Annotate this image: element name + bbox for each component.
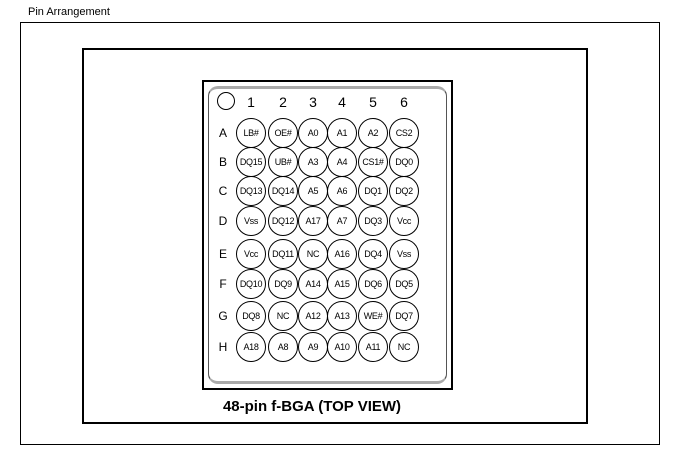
pin-ball: Vcc [236,239,266,269]
row-label: E [218,247,227,261]
pin-ball: DQ8 [236,301,266,331]
pin-ball: A3 [298,147,328,177]
row-label: A [218,126,227,140]
pin-ball: A14 [298,269,328,299]
column-label: 4 [338,94,346,110]
diagram-frame [82,48,588,424]
pin-ball: NC [298,239,328,269]
pin-ball: A17 [298,206,328,236]
pin-ball: A7 [327,206,357,236]
pin-ball: Vcc [389,206,419,236]
pin-ball: Vss [236,206,266,236]
pin-ball: DQ11 [268,239,298,269]
pin-ball: DQ7 [389,301,419,331]
row-label: H [218,340,228,354]
pin-ball: DQ12 [268,206,298,236]
row-label: D [218,214,228,228]
pin-ball: A12 [298,301,328,331]
pin-ball: DQ15 [236,147,266,177]
package-outline [202,80,453,390]
pin-ball: A8 [268,332,298,362]
row-label: B [218,155,227,169]
pin-ball: A11 [358,332,388,362]
pin-ball: DQ6 [358,269,388,299]
column-label: 1 [247,94,255,110]
pin-ball: CS2 [389,118,419,148]
pin-ball: A4 [327,147,357,177]
pin-ball: A5 [298,176,328,206]
page-title: Pin Arrangement [28,6,110,18]
pin-ball: A18 [236,332,266,362]
pin-ball: DQ0 [389,147,419,177]
pin-ball: DQ14 [268,176,298,206]
pin-ball: DQ3 [358,206,388,236]
pin-ball: DQ10 [236,269,266,299]
package-body [208,86,447,384]
outer-frame [20,22,660,445]
pin-ball: A13 [327,301,357,331]
pin-ball: LB# [236,118,266,148]
pin-ball: DQ1 [358,176,388,206]
pin-ball: A2 [358,118,388,148]
pin-ball: DQ4 [358,239,388,269]
row-label: C [218,184,228,198]
pin-ball: A6 [327,176,357,206]
pin-ball: A16 [327,239,357,269]
pin-ball: CS1# [358,147,388,177]
row-label: G [218,309,228,323]
pin-ball: UB# [268,147,298,177]
column-label: 3 [309,94,317,110]
pin-ball: A15 [327,269,357,299]
diagram-caption: 48-pin f-BGA (TOP VIEW) [222,398,402,415]
pin-ball: WE# [358,301,388,331]
pin-ball: DQ5 [389,269,419,299]
pin-ball: A10 [327,332,357,362]
pin-ball: DQ9 [268,269,298,299]
pin-ball: NC [389,332,419,362]
pin-ball: A9 [298,332,328,362]
column-label: 5 [369,94,377,110]
pin-ball: A0 [298,118,328,148]
pin-ball: A1 [327,118,357,148]
pin-ball: DQ2 [389,176,419,206]
pin-ball: NC [268,301,298,331]
column-label: 6 [400,94,408,110]
pin1-marker-icon [217,92,235,110]
row-label: F [219,277,227,291]
pin-ball: DQ13 [236,176,266,206]
pin-ball: OE# [268,118,298,148]
pin-ball: Vss [389,239,419,269]
column-label: 2 [279,94,287,110]
